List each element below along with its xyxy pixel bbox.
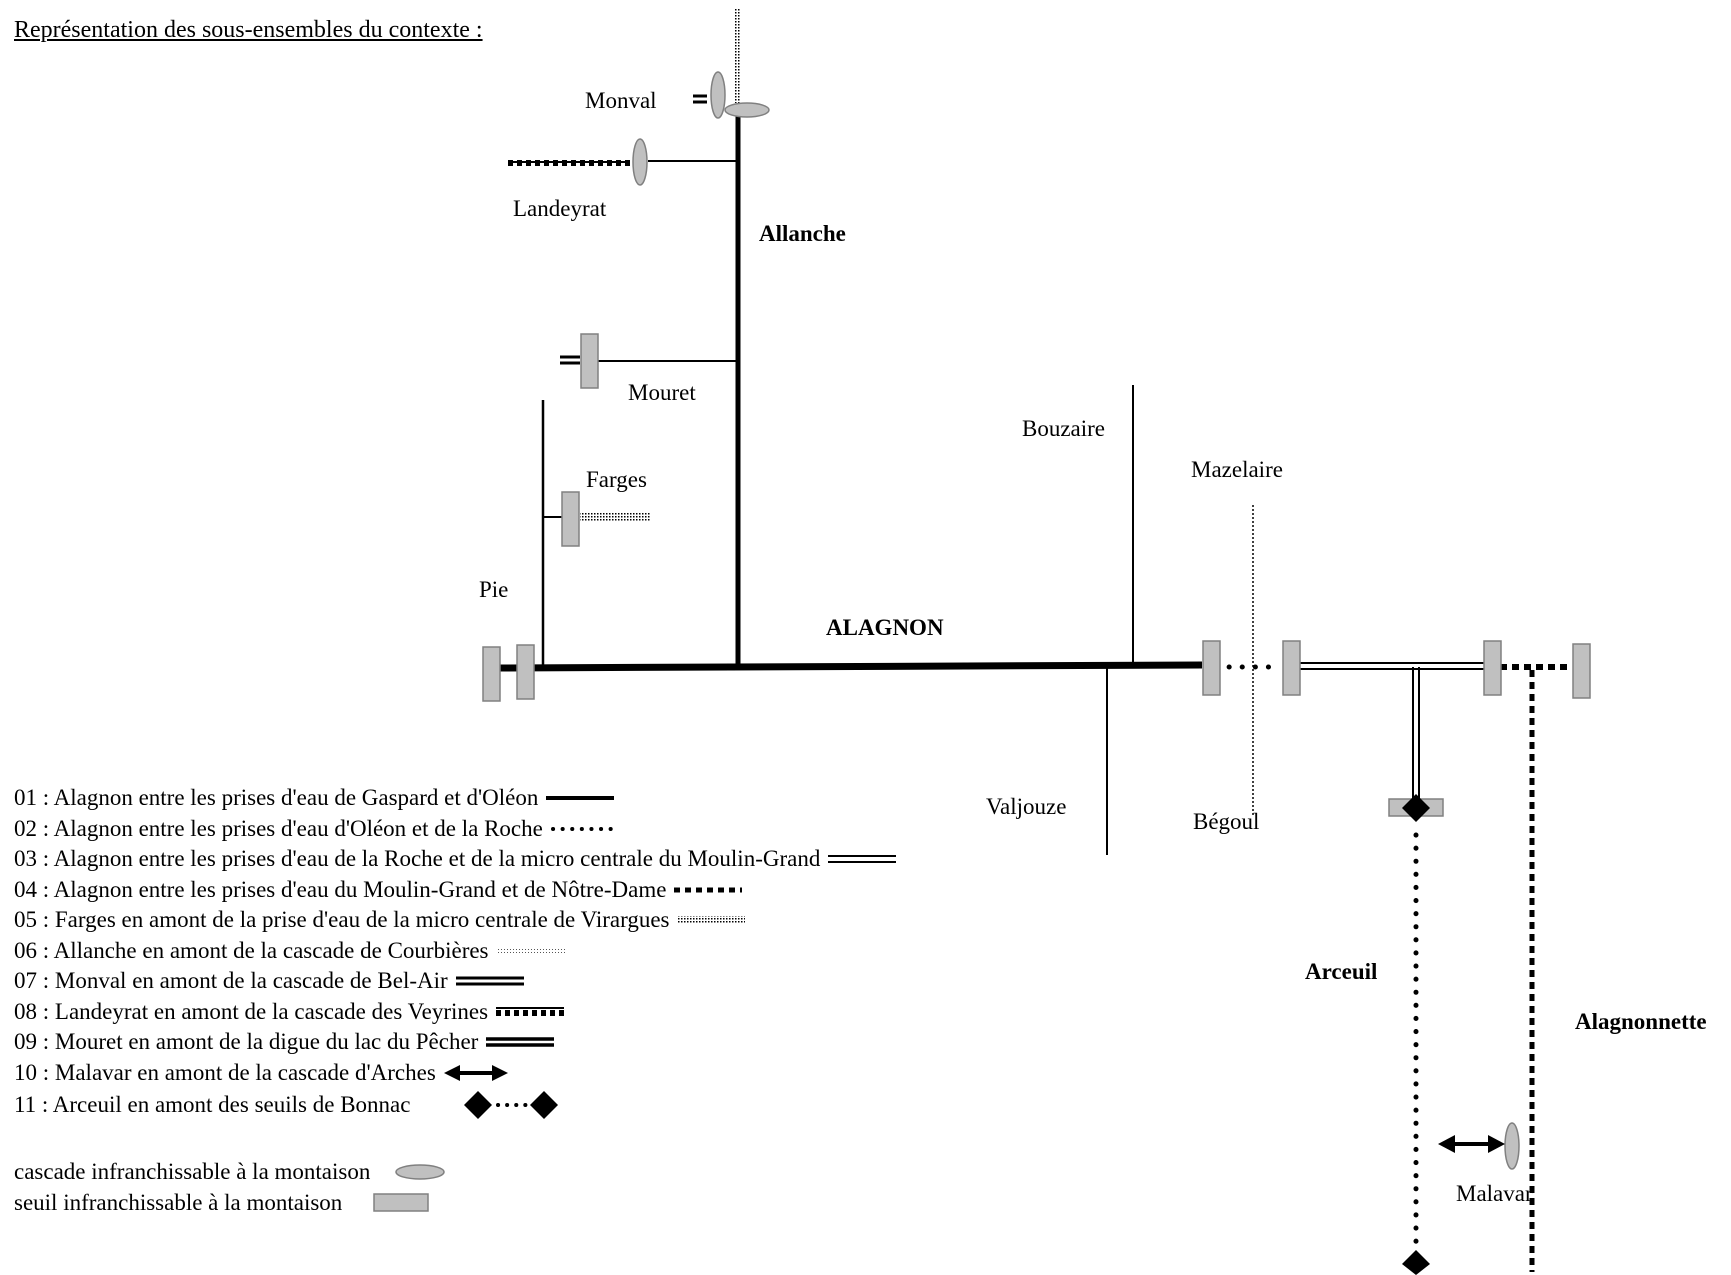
legend-item-04: 04 : Alagnon entre les prises d'eau du M… — [14, 875, 898, 906]
pie-weir-marker-right — [516, 644, 535, 700]
thick-double-swatch — [455, 976, 524, 986]
round-dots-swatch — [550, 826, 621, 831]
legend-item-05: 05 : Farges en amont de la prise d'eau d… — [14, 905, 898, 936]
weir-rectangle-swatch — [373, 1193, 430, 1212]
arceuil-diamond-bottom — [1402, 1250, 1430, 1275]
diagram-heading: Représentation des sous-ensembles du con… — [14, 17, 483, 43]
marker-legend: cascade infranchissable à la montaison s… — [14, 1157, 452, 1218]
landeyrat-cascade-marker — [632, 138, 648, 186]
legend-item-11: 11 : Arceuil en amont des seuils de Bonn… — [14, 1088, 898, 1122]
legend-item-08: 08 : Landeyrat en amont de la cascade de… — [14, 997, 898, 1028]
alagnon-segment-01 — [499, 661, 1203, 672]
double-line-swatch — [828, 855, 897, 864]
label-valjouze: Valjouze — [986, 794, 1067, 819]
allanche-upstream-segment — [735, 8, 741, 103]
legend-item-07: 07 : Monval en amont de la cascade de Be… — [14, 966, 898, 997]
farges-upstream-segment — [580, 513, 651, 522]
legend-item-06: 06 : Allanche en amont de la cascade de … — [14, 936, 898, 967]
oleon-weir-marker — [1202, 640, 1221, 696]
label-farges: Farges — [586, 467, 647, 492]
solid-thick-swatch — [546, 796, 615, 801]
diamond-dots-swatch — [464, 1091, 559, 1119]
label-mazelaire: Mazelaire — [1191, 457, 1283, 482]
label-begoul: Bégoul — [1193, 809, 1260, 834]
malavar-cascade-marker — [1504, 1122, 1520, 1170]
label-monval: Monval — [585, 88, 657, 113]
fine-hatched-swatch — [677, 916, 746, 925]
legend-weir: seuil infranchissable à la montaison — [14, 1188, 452, 1219]
label-bouzaire: Bouzaire — [1022, 416, 1106, 441]
legend-item-02: 02 : Alagnon entre les prises d'eau d'Ol… — [14, 814, 898, 845]
malavar-double-arrow — [1438, 1135, 1505, 1153]
mouret-weir-marker — [580, 333, 599, 389]
moulin-grand-weir-marker — [1483, 640, 1502, 696]
label-landeyrat: Landeyrat — [513, 196, 607, 221]
farges-weir-marker — [561, 491, 580, 547]
notre-dame-weir-marker — [1572, 643, 1591, 699]
light-hatched-swatch — [496, 946, 565, 955]
square-dots-swatch — [674, 887, 743, 893]
dotted-bar-swatch — [496, 1006, 565, 1016]
legend-item-10: 10 : Malavar en amont de la cascade d'Ar… — [14, 1058, 898, 1089]
roche-weir-marker — [1282, 640, 1301, 696]
label-alagnonnette: Alagnonnette — [1575, 1009, 1707, 1034]
heavy-double-swatch — [486, 1037, 555, 1047]
label-allanche: Allanche — [759, 221, 846, 246]
legend-item-09: 09 : Mouret en amont de la digue du lac … — [14, 1027, 898, 1058]
double-arrow-swatch — [443, 1064, 508, 1081]
legend-cascade: cascade infranchissable à la montaison — [14, 1157, 452, 1188]
allanche-cascade-marker — [724, 102, 770, 118]
pie-weir-marker-left — [482, 646, 501, 702]
label-malavar: Malavar — [1456, 1181, 1533, 1206]
legend-item-03: 03 : Alagnon entre les prises d'eau de l… — [14, 844, 898, 875]
legend-item-01: 01 : Alagnon entre les prises d'eau de G… — [14, 783, 898, 814]
cascade-ellipse-swatch — [395, 1164, 446, 1180]
legend: 01 : Alagnon entre les prises d'eau de G… — [14, 783, 898, 1122]
arceuil-diamond-top — [1402, 794, 1430, 822]
label-alagnon: ALAGNON — [826, 615, 944, 640]
monval-cascade-marker — [710, 71, 726, 119]
label-mouret: Mouret — [628, 380, 696, 405]
label-arceuil: Arceuil — [1305, 959, 1378, 984]
label-pie: Pie — [479, 577, 509, 602]
